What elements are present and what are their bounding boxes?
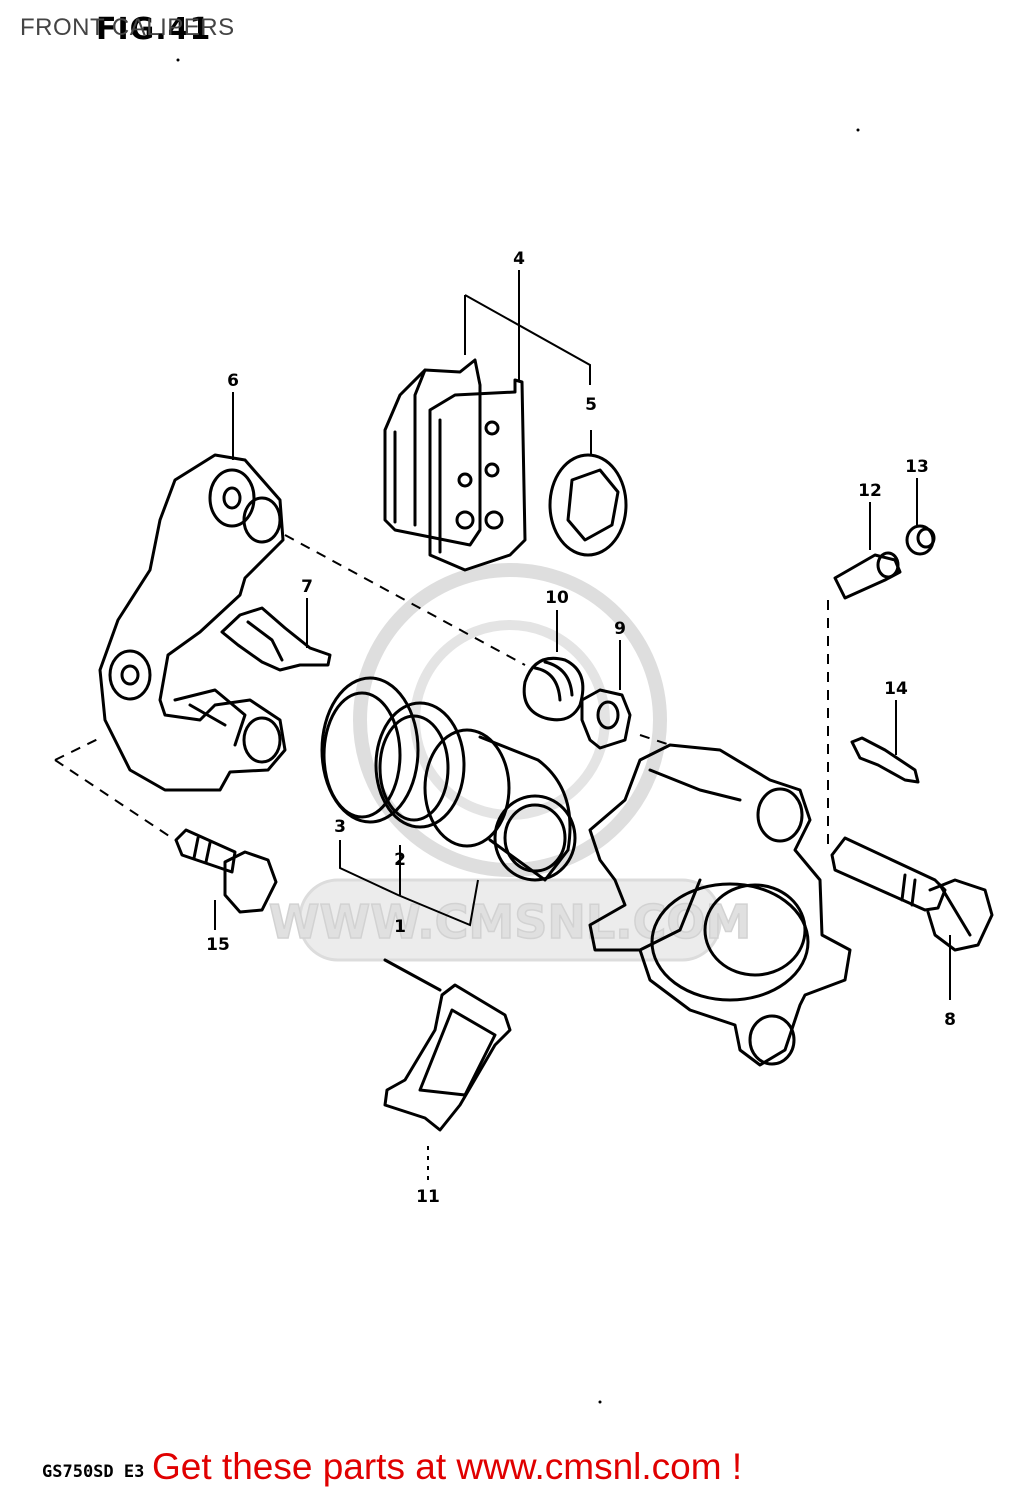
callout-14: 14: [884, 679, 908, 699]
part-13-bleeder-cap: [905, 524, 936, 556]
watermark-text: WWW.CMSNL.COM: [269, 895, 752, 949]
part-6-caliper-bracket: [98, 453, 287, 792]
axis-lower-left: [54, 737, 101, 761]
callout-9: 9: [614, 619, 626, 639]
part-9-cap: [580, 688, 632, 750]
leader-1-2-3-bracket: [339, 840, 479, 927]
callout-1: 1: [394, 917, 406, 937]
callout-3: 3: [334, 817, 346, 837]
callout-7: 7: [301, 577, 313, 597]
caliper-housing: [588, 743, 852, 1067]
part-2-piston-seal: [374, 701, 466, 829]
callout-6: 6: [227, 371, 239, 391]
callout-2: 2: [394, 850, 406, 870]
model-code: GS750SD E3: [42, 1462, 145, 1482]
figure-label: FIG.41: [96, 12, 212, 47]
callout-4: 4: [513, 249, 525, 269]
callout-5: 5: [585, 395, 597, 415]
promo-link[interactable]: Get these parts at www.cmsnl.com !: [152, 1446, 743, 1487]
callout-8: 8: [944, 1010, 956, 1030]
part-4-brake-pads: [383, 358, 527, 572]
part-5-pad-shim: [548, 453, 628, 557]
axis-upper-caliper: [639, 734, 671, 746]
part-11-pad-retainer: [383, 958, 512, 1132]
callout-10: 10: [545, 588, 569, 608]
part-15-bolt: [174, 828, 278, 914]
part-10-boot: [522, 656, 585, 722]
callout-15: 15: [206, 935, 230, 955]
page-title: FRONT CALIPERS: [20, 14, 235, 41]
part-7-pad-spring: [220, 606, 332, 672]
callout-11: 11: [416, 1187, 440, 1207]
part-1-piston: [423, 728, 577, 882]
part-8-slide-bolt: [830, 836, 994, 952]
part-3-dust-seal: [320, 676, 420, 824]
leader-4-5-bracket: [464, 294, 591, 385]
axis-upper: [284, 534, 526, 666]
callout-12: 12: [858, 481, 882, 501]
part-12-bleeder: [833, 551, 902, 600]
part-14-clip: [850, 736, 920, 784]
callout-labels: 1 2 3 4 5 6 7 8 9 10 11 12 13 14 15: [206, 249, 956, 1207]
axis-lower-bolt: [54, 759, 176, 841]
watermark: WWW.CMSNL.COM: [268, 563, 752, 962]
callout-13: 13: [905, 457, 929, 477]
